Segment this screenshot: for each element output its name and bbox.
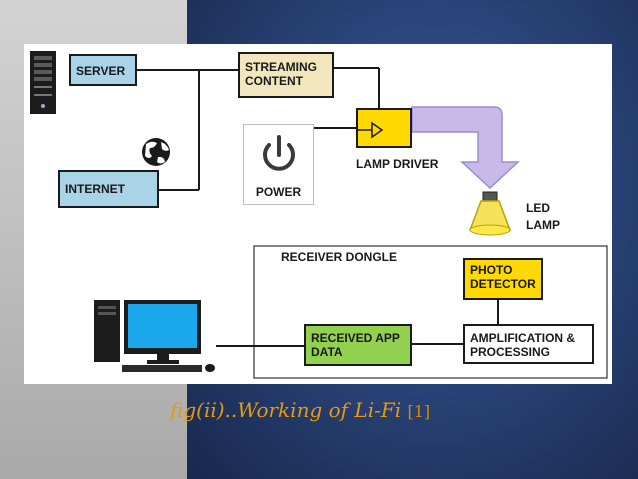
lamp-driver-label: LAMP DRIVER: [356, 157, 439, 171]
caption-text: fig(ii)..Working of Li-Fi: [170, 398, 402, 422]
photo-detector-label: PHOTO DETECTOR: [470, 263, 536, 291]
diagram-connectors: [30, 51, 608, 379]
globe-icon: [142, 138, 170, 166]
receiver-dongle-label: RECEIVER DONGLE: [281, 250, 398, 264]
amplifier-symbol: [358, 121, 384, 139]
internet-label: INTERNET: [65, 182, 125, 196]
caption-reference: [1]: [407, 402, 431, 421]
streaming-content-label: STREAMING CONTENT: [245, 60, 317, 88]
amplification-processing-box: AMPLIFICATION & PROCESSING: [463, 324, 594, 364]
received-app-data-label: RECEIVED APP DATA: [311, 331, 400, 359]
received-app-data-box: RECEIVED APP DATA: [304, 324, 412, 366]
amplification-processing-label: AMPLIFICATION & PROCESSING: [470, 331, 576, 359]
diagram-canvas: SERVER STREAMING CONTENT INTERNET POWER …: [24, 44, 612, 384]
server-label: SERVER: [76, 64, 126, 78]
light-beam-arrow: [411, 106, 520, 190]
internet-box: INTERNET: [58, 170, 159, 208]
figure-caption: fig(ii)..Working of Li-Fi [1]: [170, 398, 610, 422]
power-label: POWER: [255, 185, 302, 199]
receiver-dongle-frame: [253, 245, 608, 379]
led-lamp-icon: [468, 191, 512, 236]
desktop-computer-icon: [94, 300, 215, 372]
photo-detector-box: PHOTO DETECTOR: [463, 258, 543, 300]
power-icon: [263, 135, 295, 171]
power-box: POWER: [243, 124, 314, 205]
lamp-driver-box: [356, 108, 412, 148]
server-box: SERVER: [69, 54, 137, 86]
server-tower-icon: [30, 51, 56, 114]
streaming-content-box: STREAMING CONTENT: [238, 52, 334, 98]
led-lamp-label: LED LAMP: [526, 201, 560, 232]
